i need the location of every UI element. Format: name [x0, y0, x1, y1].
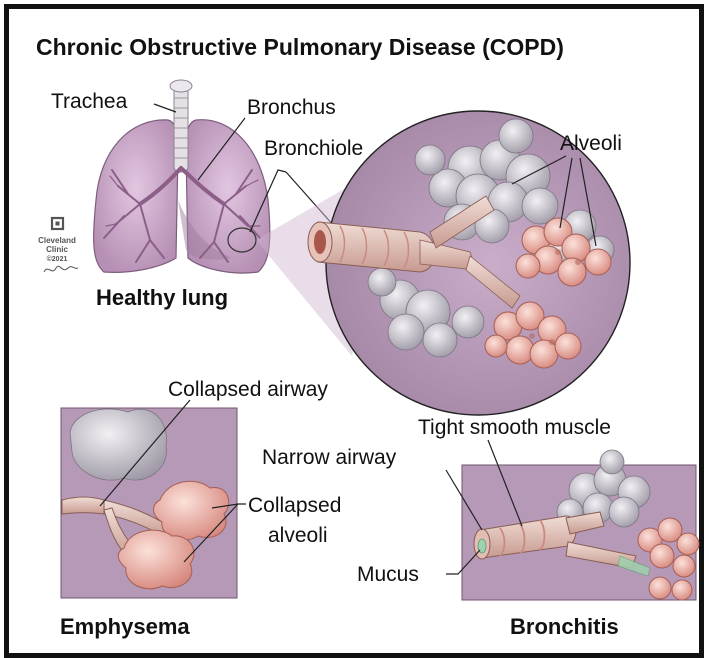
label-narrow-airway: Narrow airway — [262, 446, 397, 469]
credit-org-line2: Clinic — [46, 245, 68, 254]
label-collapsed-alveoli-line1: Collapsed — [248, 494, 341, 517]
label-collapsed-alveoli-line2: alveoli — [268, 524, 328, 547]
left-lung — [94, 120, 178, 272]
diagram-title: Chronic Obstructive Pulmonary Disease (C… — [36, 34, 564, 60]
leader-trachea — [154, 104, 176, 112]
label-trachea: Trachea — [51, 90, 128, 113]
label-bronchitis: Bronchitis — [510, 614, 619, 639]
label-healthy-lung: Healthy lung — [96, 285, 228, 310]
label-collapsed-airway: Collapsed airway — [168, 378, 328, 401]
label-bronchiole: Bronchiole — [264, 137, 363, 160]
credit-org-line1: Cleveland — [38, 236, 76, 245]
label-emphysema: Emphysema — [60, 614, 190, 639]
label-tight-smooth-muscle: Tight smooth muscle — [418, 416, 611, 439]
cleveland-clinic-credit: Cleveland Clinic ©2021 — [38, 218, 78, 272]
emphysema-airway — [62, 497, 104, 514]
label-mucus: Mucus — [357, 563, 419, 586]
label-bronchus: Bronchus — [247, 96, 336, 119]
label-alveoli: Alveoli — [560, 132, 622, 155]
credit-year: ©2021 — [47, 255, 68, 263]
emphysema-panel — [61, 408, 237, 598]
artist-signature — [44, 266, 78, 272]
bronchitis-panel — [462, 450, 699, 600]
